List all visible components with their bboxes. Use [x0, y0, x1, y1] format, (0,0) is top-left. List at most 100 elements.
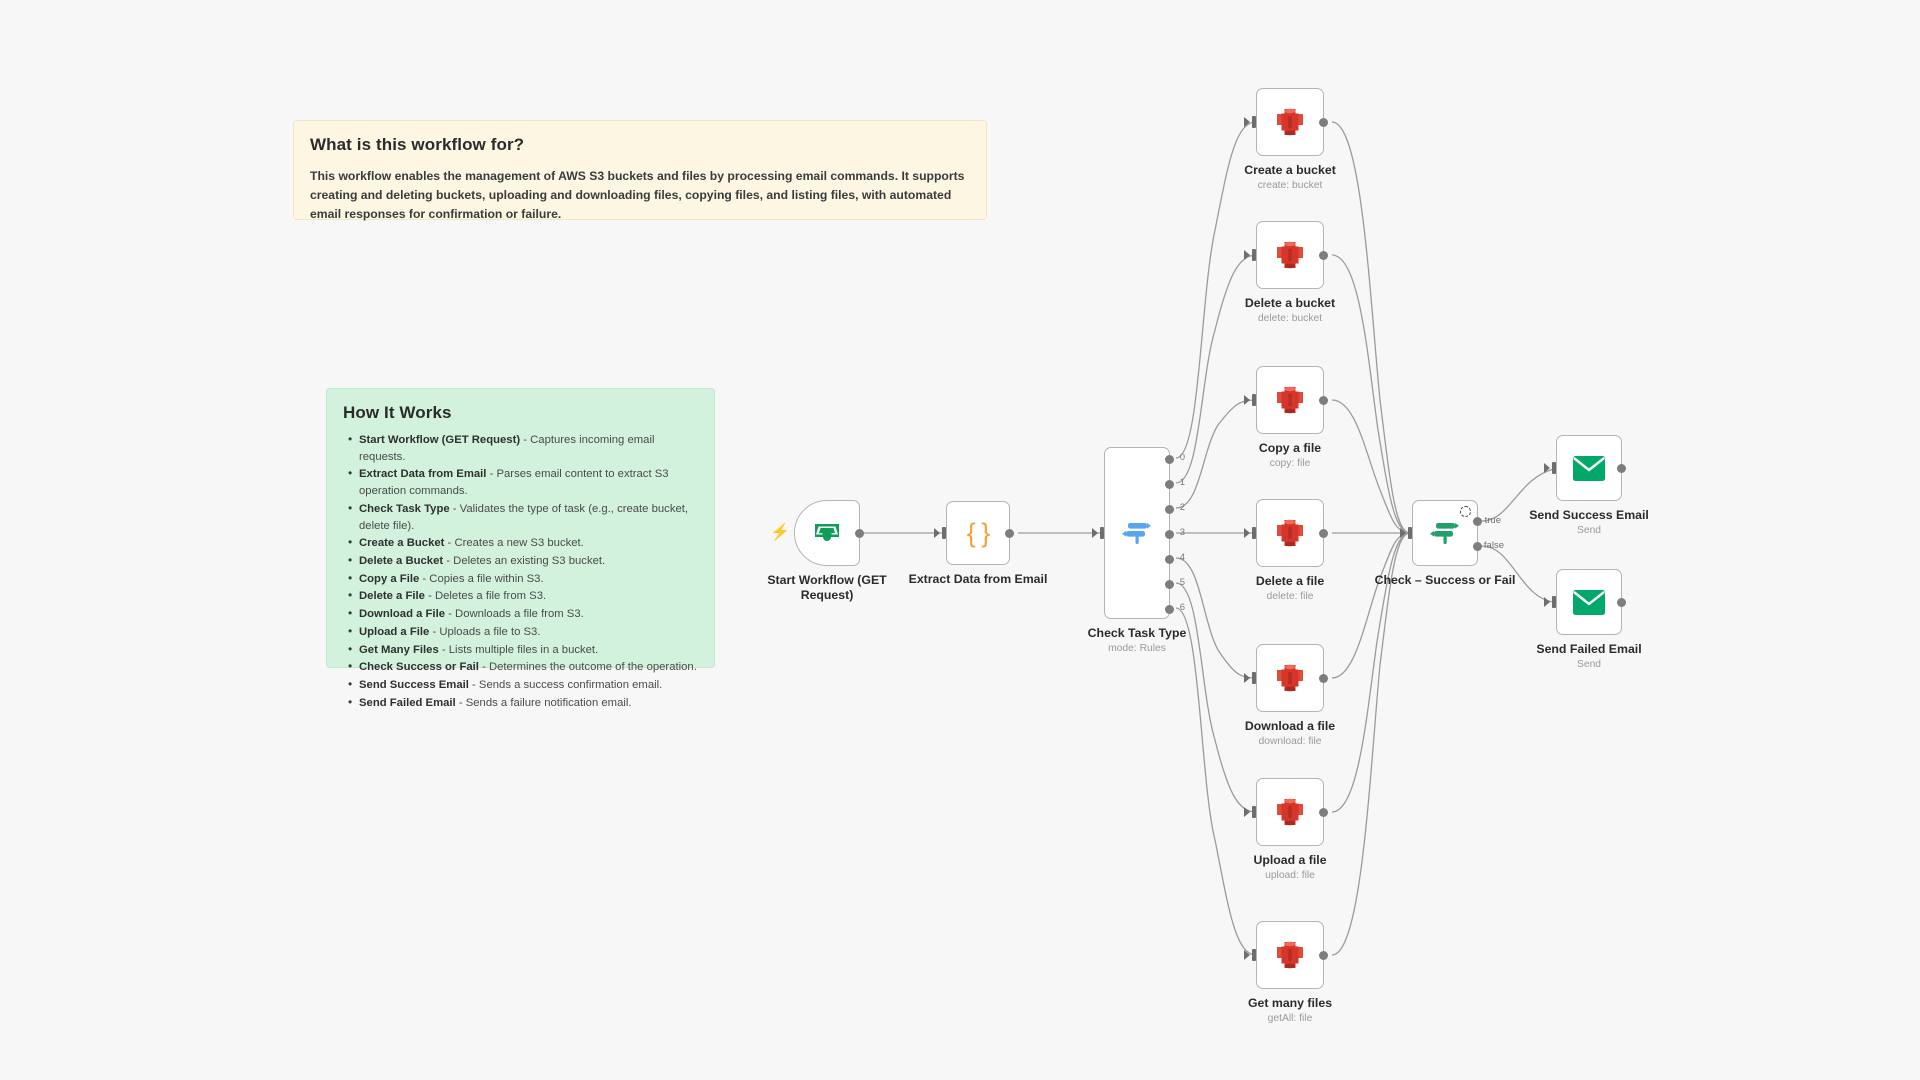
- sticky-note-how-it-works[interactable]: How It Works Start Workflow (GET Request…: [326, 388, 715, 711]
- node-start-workflow[interactable]: Start Workflow (GET Request): [767, 500, 887, 602]
- trigger-bolt-icon: ⚡: [770, 524, 790, 541]
- node-delete-a-bucket[interactable]: Delete a bucket delete: bucket: [1244, 221, 1335, 324]
- switch-output-1[interactable]: [1165, 479, 1174, 489]
- node-extract-data-from-email[interactable]: { } Extract Data from Email: [909, 501, 1047, 586]
- output-port[interactable]: [1319, 950, 1328, 960]
- node-label: Delete a file: [1255, 574, 1325, 588]
- node-subtitle: mode: Rules: [1108, 643, 1166, 654]
- output-port[interactable]: [1319, 250, 1328, 260]
- input-arrow-icon: [1244, 250, 1250, 260]
- input-port[interactable]: [1252, 394, 1256, 406]
- aws-s3-icon: [1277, 386, 1303, 414]
- aws-s3-icon: [1277, 241, 1303, 269]
- input-port[interactable]: [1552, 462, 1556, 474]
- loading-spinner-icon: [1460, 506, 1471, 517]
- input-port[interactable]: [1100, 527, 1104, 539]
- output-port[interactable]: [1617, 463, 1626, 473]
- input-port[interactable]: [1252, 116, 1256, 128]
- node-copy-a-file[interactable]: Copy a file copy: file: [1244, 366, 1328, 469]
- if-output-false[interactable]: [1473, 542, 1482, 551]
- node-send-failed-email[interactable]: Send Failed Email Send: [1536, 569, 1642, 670]
- node-create-a-bucket[interactable]: Create a bucket create: bucket: [1244, 88, 1336, 191]
- envelope-icon: [1573, 455, 1605, 481]
- list-item: Get Many Files - Lists multiple files in…: [348, 641, 698, 659]
- node-upload-a-file[interactable]: Upload a file upload: file: [1244, 778, 1328, 881]
- inbox-tray-icon: [815, 524, 839, 541]
- output-port[interactable]: [1005, 528, 1014, 538]
- switch-output-0[interactable]: [1165, 454, 1174, 464]
- list-item: Check Task Type - Validates the type of …: [348, 500, 698, 534]
- input-port[interactable]: [1252, 527, 1256, 539]
- switch-output-label-1: 1: [1179, 477, 1185, 488]
- aws-s3-icon: [1277, 519, 1303, 547]
- node-subtitle: upload: file: [1265, 870, 1315, 881]
- output-port[interactable]: [855, 528, 864, 538]
- switch-signpost-icon: [1122, 523, 1151, 544]
- list-item: Send Failed Email - Sends a failure noti…: [348, 694, 698, 712]
- switch-output-label-4: 4: [1179, 552, 1185, 563]
- input-port[interactable]: [942, 527, 946, 539]
- if-output-true[interactable]: [1473, 517, 1482, 526]
- list-item: Send Success Email - Sends a success con…: [348, 676, 698, 694]
- switch-output-6[interactable]: [1165, 604, 1174, 614]
- sticky-title: What is this workflow for?: [310, 135, 525, 154]
- node-label: Check Task Type: [1087, 626, 1187, 640]
- node-label: Send Success Email: [1529, 508, 1649, 522]
- list-item: Start Workflow (GET Request) - Captures …: [348, 431, 698, 465]
- node-label: Start Workflow (GET Request): [767, 573, 887, 603]
- input-arrow-icon: [1400, 528, 1406, 538]
- input-port[interactable]: [1252, 806, 1256, 818]
- if-output-label-true: true: [1484, 515, 1501, 526]
- code-braces-icon: { }: [966, 517, 991, 548]
- input-arrow-icon: [1244, 395, 1250, 405]
- aws-s3-icon: [1277, 798, 1303, 826]
- switch-output-4[interactable]: [1165, 554, 1174, 564]
- node-subtitle: Send: [1576, 525, 1602, 536]
- output-port[interactable]: [1319, 117, 1328, 127]
- input-port[interactable]: [1252, 249, 1256, 261]
- node-subtitle: delete: bucket: [1257, 313, 1323, 324]
- sticky-title: How It Works: [343, 403, 452, 422]
- list-item: Extract Data from Email - Parses email c…: [348, 465, 698, 499]
- output-port[interactable]: [1319, 528, 1328, 538]
- switch-output-label-0: 0: [1179, 452, 1185, 463]
- output-port[interactable]: [1319, 673, 1328, 683]
- node-download-a-file[interactable]: Download a file download: file: [1244, 644, 1335, 747]
- if-signpost-icon: [1430, 523, 1459, 544]
- list-item: Check Success or Fail - Determines the o…: [348, 658, 698, 676]
- output-port[interactable]: [1617, 597, 1626, 607]
- switch-output-3[interactable]: [1165, 529, 1174, 539]
- node-label: Extract Data from Email: [908, 572, 1048, 586]
- node-get-many-files[interactable]: Get many files getAll: file: [1244, 921, 1332, 1024]
- list-item: Delete a File - Deletes a file from S3.: [348, 587, 698, 605]
- input-arrow-icon: [1244, 673, 1250, 683]
- aws-s3-icon: [1277, 664, 1303, 692]
- node-delete-a-file[interactable]: Delete a file delete: file: [1244, 499, 1328, 602]
- node-label: Copy a file: [1258, 441, 1322, 455]
- list-item: Copy a File - Copies a file within S3.: [348, 570, 698, 588]
- envelope-icon: [1573, 589, 1605, 615]
- input-arrow-icon: [1244, 117, 1250, 127]
- node-check-task-type[interactable]: 0 1 2 3 4 5 6 Check Task Type mode: Rule…: [1088, 447, 1186, 654]
- node-subtitle: delete: file: [1266, 591, 1314, 602]
- input-arrow-icon: [1244, 528, 1250, 538]
- switch-output-5[interactable]: [1165, 579, 1174, 589]
- node-label: Create a bucket: [1244, 163, 1336, 177]
- input-port[interactable]: [1552, 596, 1556, 608]
- output-port[interactable]: [1319, 395, 1328, 405]
- sticky-note-what-is-this-workflow-for[interactable]: What is this workflow for? This workflow…: [293, 120, 987, 221]
- node-subtitle: download: file: [1258, 736, 1322, 747]
- node-subtitle: copy: file: [1269, 458, 1311, 469]
- node-subtitle: getAll: file: [1267, 1013, 1313, 1024]
- input-port[interactable]: [1408, 527, 1412, 539]
- switch-output-2[interactable]: [1165, 504, 1174, 514]
- list-item: Create a Bucket - Creates a new S3 bucke…: [348, 534, 698, 552]
- switch-output-label-5: 5: [1179, 577, 1185, 588]
- input-port[interactable]: [1252, 949, 1256, 961]
- node-check-success-or-fail[interactable]: true false Check – Success or Fail: [1375, 500, 1515, 587]
- node-send-success-email[interactable]: Send Success Email Send: [1529, 435, 1649, 536]
- output-port[interactable]: [1319, 807, 1328, 817]
- input-port[interactable]: [1252, 672, 1256, 684]
- list-item: Download a File - Downloads a file from …: [348, 605, 698, 623]
